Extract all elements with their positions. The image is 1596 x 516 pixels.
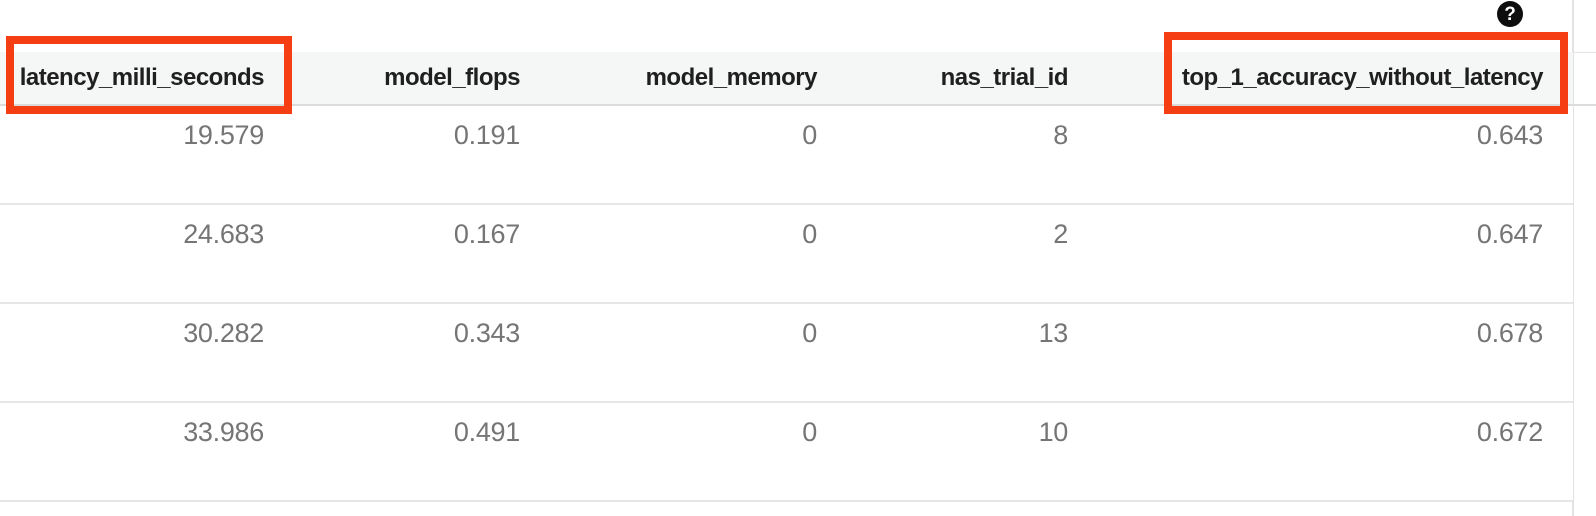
cell-latency: 30.282 — [0, 303, 294, 403]
cell-top-1-accuracy: 0.678 — [1098, 303, 1573, 403]
metrics-table: latency_milli_seconds model_flops model_… — [0, 52, 1573, 502]
column-header-top-1-accuracy-without-latency[interactable]: top_1_accuracy_without_latency — [1098, 52, 1573, 106]
cell-model-memory: 0 — [550, 303, 847, 403]
cell-nas-trial-id: 13 — [847, 303, 1098, 403]
column-header-nas-trial-id[interactable]: nas_trial_id — [847, 52, 1098, 106]
table-header-row: latency_milli_seconds model_flops model_… — [0, 52, 1573, 106]
cell-top-1-accuracy: 0.647 — [1098, 204, 1573, 304]
cell-model-flops: 0.191 — [294, 105, 550, 205]
cell-model-flops: 0.491 — [294, 402, 550, 502]
table-row[interactable]: 33.986 0.491 0 10 0.672 — [0, 402, 1573, 502]
help-icon[interactable]: ? — [1497, 1, 1523, 27]
table-row[interactable]: 24.683 0.167 0 2 0.647 — [0, 204, 1573, 304]
cell-model-memory: 0 — [550, 204, 847, 304]
column-divider — [1572, 0, 1574, 516]
table-row[interactable]: 30.282 0.343 0 13 0.678 — [0, 303, 1573, 403]
cell-top-1-accuracy: 0.643 — [1098, 105, 1573, 205]
cell-nas-trial-id: 8 — [847, 105, 1098, 205]
column-header-latency-milli-seconds[interactable]: latency_milli_seconds — [0, 52, 294, 106]
table-row[interactable]: 19.579 0.191 0 8 0.643 — [0, 105, 1573, 205]
cell-top-1-accuracy: 0.672 — [1098, 402, 1573, 502]
annotation-box-accuracy-column — [1164, 32, 1568, 114]
cell-model-memory: 0 — [550, 105, 847, 205]
cell-model-memory: 0 — [550, 402, 847, 502]
cell-nas-trial-id: 2 — [847, 204, 1098, 304]
cell-latency: 19.579 — [0, 105, 294, 205]
cell-nas-trial-id: 10 — [847, 402, 1098, 502]
column-header-model-memory[interactable]: model_memory — [550, 52, 847, 106]
cell-model-flops: 0.343 — [294, 303, 550, 403]
cell-model-flops: 0.167 — [294, 204, 550, 304]
annotation-box-latency-column — [6, 36, 292, 114]
column-header-model-flops[interactable]: model_flops — [294, 52, 550, 106]
cell-latency: 33.986 — [0, 402, 294, 502]
cell-latency: 24.683 — [0, 204, 294, 304]
